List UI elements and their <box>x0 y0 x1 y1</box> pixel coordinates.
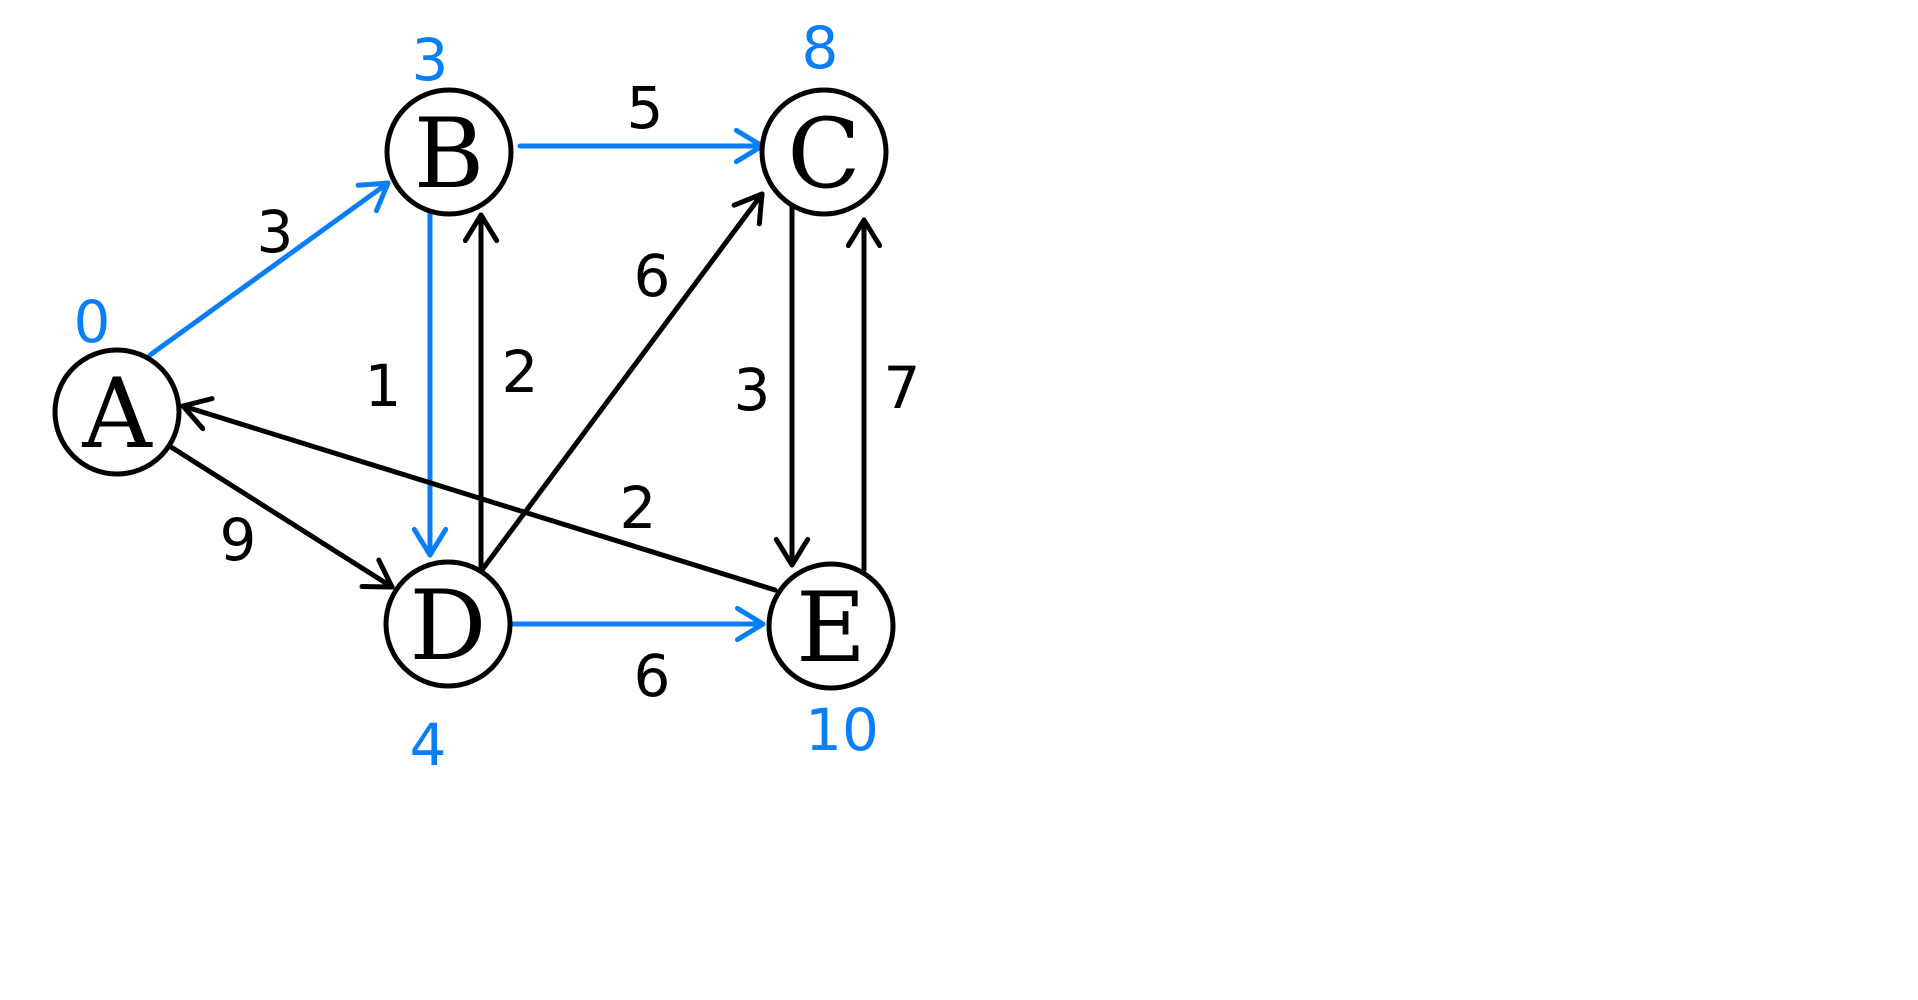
node-D: D <box>383 559 513 689</box>
edge-weight-label: 9 <box>220 506 257 574</box>
node-A: A <box>52 347 182 477</box>
arrowhead <box>462 212 500 244</box>
edge-line <box>168 444 395 590</box>
node-distance-label: 4 <box>410 711 447 779</box>
arrowhead <box>731 191 765 227</box>
arrowhead <box>773 536 811 568</box>
node-distance-label: 8 <box>802 14 839 82</box>
edge-B-D <box>411 210 449 558</box>
node-label: D <box>410 570 487 682</box>
node-distance-label: 0 <box>74 288 111 356</box>
edge-C-E <box>773 202 811 568</box>
node-E: E <box>766 561 896 691</box>
node-circle <box>759 87 889 217</box>
edge-weight-label: 6 <box>634 642 671 710</box>
edge-weight-label: 5 <box>627 74 664 142</box>
node-B: B <box>384 87 514 217</box>
edge-weight-label: 7 <box>884 354 921 422</box>
edges-layer <box>147 127 883 643</box>
edge-D-B <box>462 212 500 569</box>
node-circle <box>766 561 896 691</box>
edge-line <box>147 180 391 358</box>
node-label: C <box>787 98 860 210</box>
node-circle <box>52 347 182 477</box>
edge-E-C <box>845 217 883 573</box>
arrowhead <box>180 396 215 432</box>
node-C: C <box>759 87 889 217</box>
node-distance-label: 10 <box>805 696 879 764</box>
edge-D-E <box>509 605 766 643</box>
node-circle <box>383 559 513 689</box>
arrowhead <box>359 557 395 590</box>
node-label: E <box>796 572 866 684</box>
edge-E-A <box>180 396 778 593</box>
arrowhead <box>845 217 883 249</box>
node-label: B <box>414 98 485 210</box>
arrowhead <box>411 526 449 558</box>
arrowhead <box>355 180 391 214</box>
edge-D-C <box>479 191 765 573</box>
node-circle <box>384 87 514 217</box>
nodes-layer: A B C D E <box>52 87 896 691</box>
edge-weight-label: 1 <box>365 352 402 420</box>
edge-line <box>180 403 778 593</box>
arrowhead <box>734 605 766 643</box>
edge-weight-label: 2 <box>620 474 657 542</box>
edge-A-D <box>168 444 395 590</box>
edge-weight-label: 3 <box>257 198 294 266</box>
edge-line <box>479 191 765 573</box>
node-label: A <box>81 358 153 470</box>
edge-weight-label: 6 <box>634 242 671 310</box>
node-distance-label: 3 <box>412 26 449 94</box>
edge-weight-label: 2 <box>502 338 539 406</box>
edge-A-B <box>147 180 391 358</box>
edge-weight-label: 3 <box>734 356 771 424</box>
